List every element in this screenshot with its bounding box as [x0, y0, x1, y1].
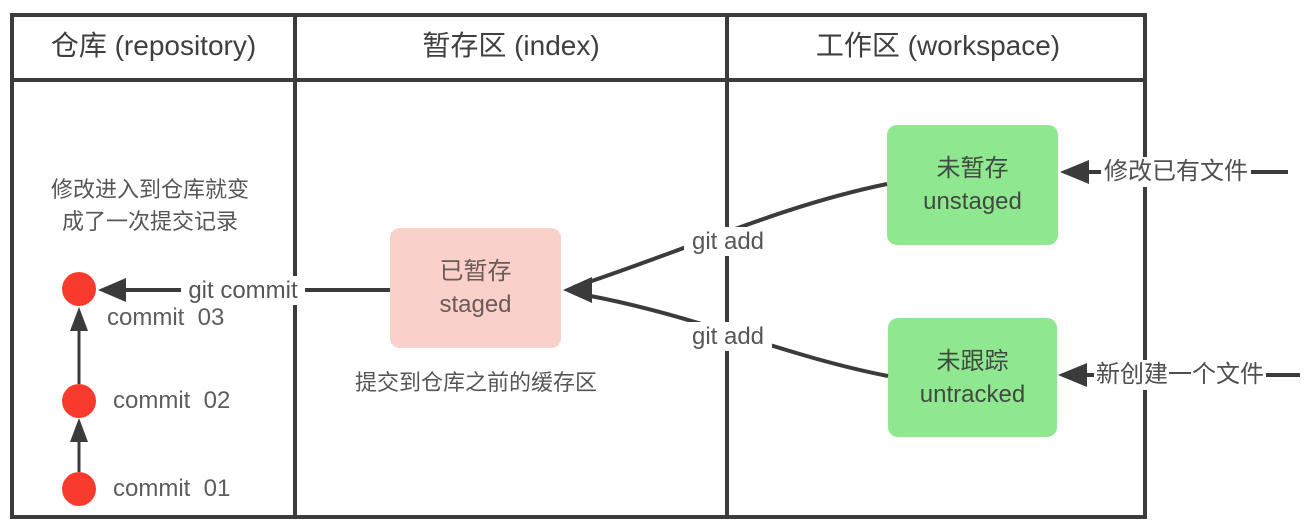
staged-box-label-cn: 已暂存	[439, 258, 512, 285]
column-divider-index-workspace	[725, 13, 729, 519]
commit-label: commit 02	[113, 387, 231, 414]
staged-box-label-en: staged	[439, 291, 512, 318]
commit-label: commit 03	[107, 304, 225, 331]
unstaged-box-label-en: unstaged	[923, 188, 1022, 215]
unstaged-box-label-cn: 未暂存	[936, 155, 1009, 182]
repository-note: 修改进入到仓库就变 成了一次提交记录	[25, 174, 275, 238]
unstaged-annotation: 修改已有文件	[1101, 157, 1251, 187]
arrow-left-icon	[1058, 363, 1087, 387]
commit-dot-03	[62, 272, 96, 306]
repository-note-line1: 修改进入到仓库就变	[50, 177, 249, 202]
git-add-label-upper: git add	[684, 227, 772, 256]
arrow-up-icon	[70, 307, 88, 331]
arrow-left-icon	[563, 277, 592, 303]
untracked-annotation: 新创建一个文件	[1094, 360, 1266, 390]
staged-caption: 提交到仓库之前的缓存区	[354, 370, 597, 395]
arrow-left-icon	[1060, 160, 1089, 184]
table-frame	[10, 13, 1147, 519]
header-divider	[10, 78, 1147, 82]
commit-dot-02	[62, 384, 96, 418]
arrow-up-icon	[70, 418, 88, 442]
commit-dot-01	[62, 472, 96, 506]
unstaged-box: 未暂存 unstaged	[887, 125, 1058, 245]
git-add-label-lower: git add	[684, 322, 772, 351]
repository-note-line2: 成了一次提交记录	[61, 209, 238, 234]
column-header-index: 暂存区 (index)	[422, 30, 600, 61]
commit-label: commit 01	[113, 475, 231, 502]
arrow-left-icon	[98, 278, 126, 302]
staged-box: 已暂存 staged	[390, 228, 561, 348]
git-commit-label: git commit	[181, 276, 305, 305]
column-divider-repository-index	[293, 13, 297, 519]
untracked-box-label-cn: 未跟踪	[936, 347, 1009, 375]
column-header-repository: 仓库 (repository)	[50, 30, 257, 61]
untracked-box-label-en: untracked	[919, 380, 1026, 408]
column-header-workspace: 工作区 (workspace)	[815, 30, 1061, 61]
untracked-box: 未跟踪 untracked	[888, 318, 1057, 437]
